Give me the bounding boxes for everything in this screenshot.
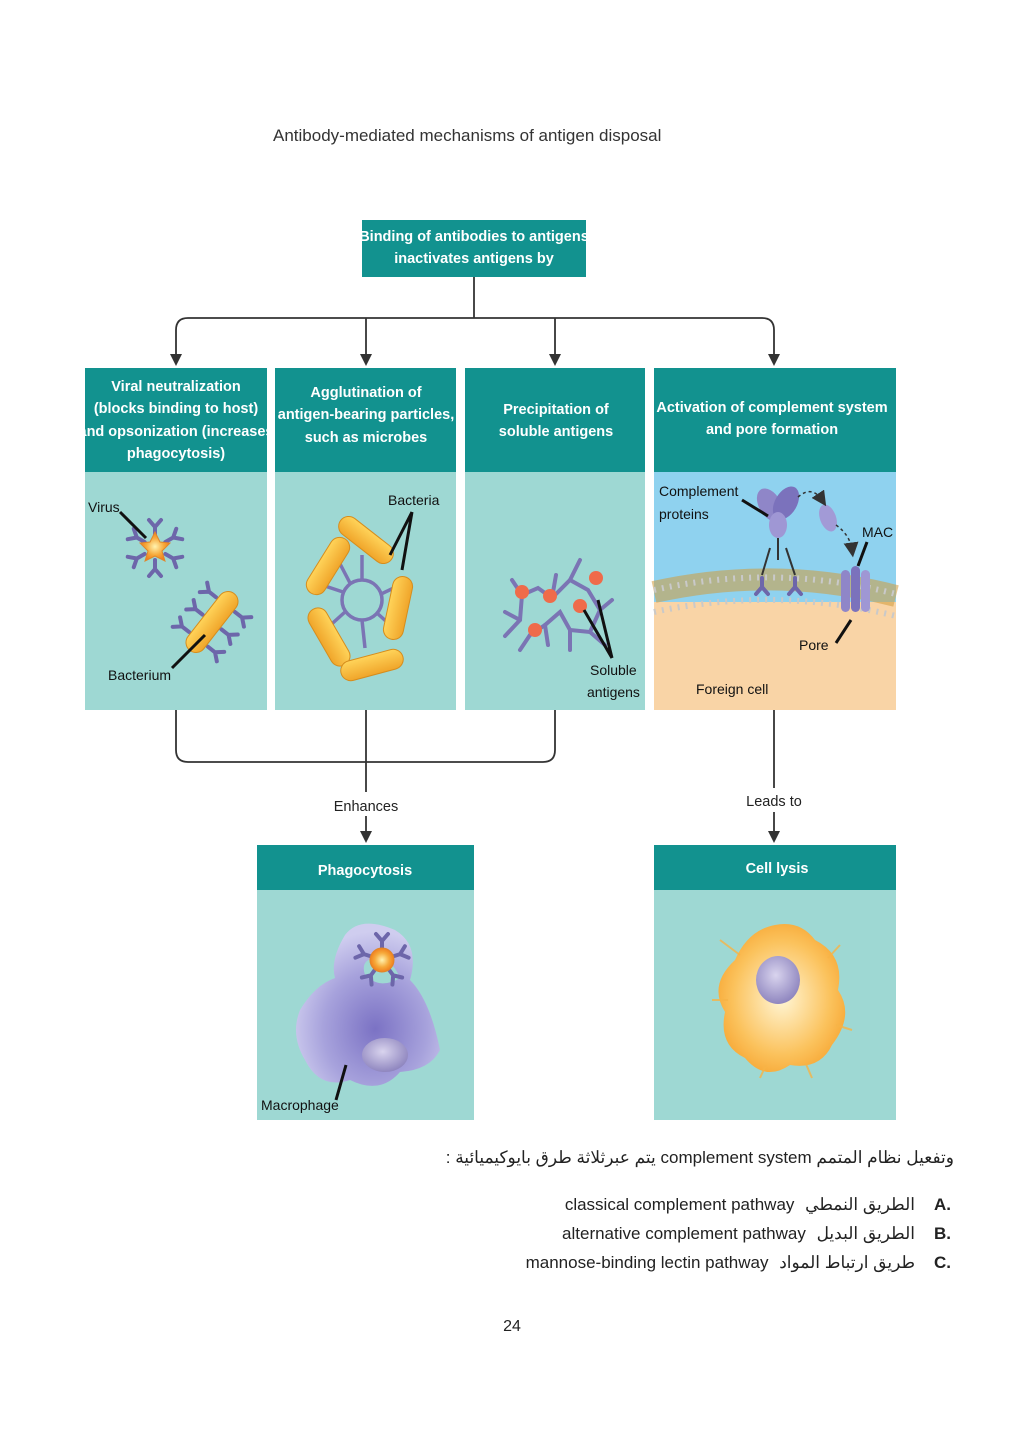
phagocytosis-title: Phagocytosis <box>318 863 412 879</box>
macrophage-icon <box>296 923 440 1086</box>
label-soluble: Soluble <box>590 662 637 678</box>
panel3-title-1: Precipitation of <box>503 402 609 418</box>
label-virus: Virus <box>88 499 120 515</box>
item-b-ar: الطريق البديل <box>816 1224 915 1243</box>
panel2-title-1: Agglutination of <box>310 385 421 401</box>
page-number: 24 <box>503 1318 521 1335</box>
label-proteins: proteins <box>659 506 709 522</box>
panel-viral-neutralization: Viral neutralization (blocks binding to … <box>79 368 274 710</box>
item-a-en: classical complement pathway <box>564 1195 795 1214</box>
lysed-cell-icon <box>712 924 853 1079</box>
bacteria-cluster-icon <box>305 515 414 682</box>
item-a-letter: A. <box>934 1195 951 1214</box>
result-connectors <box>175 710 775 832</box>
soluble-antigens-icon <box>503 558 614 652</box>
label-leads-to: Leads to <box>746 794 802 810</box>
label-bacteria: Bacteria <box>388 492 440 508</box>
panel1-title-3: and opsonization (increases <box>79 424 274 440</box>
panel3-title-2: soluble antigens <box>499 424 613 440</box>
panel2-title-2: antigen-bearing particles, <box>278 407 454 423</box>
panel1-title-4: phagocytosis) <box>127 446 225 462</box>
panel4-title-2: and pore formation <box>706 422 838 438</box>
panel4-title-1: Activation of complement system <box>656 400 887 416</box>
list-item-a: classical complement pathway الطريق النم… <box>564 1195 951 1215</box>
mac-pore-icon <box>841 566 870 612</box>
top-box <box>362 220 586 277</box>
label-complement: Complement <box>659 483 738 499</box>
virus-icon <box>125 518 185 578</box>
list-item-c: mannose-binding lectin pathway طريق ارتب… <box>525 1253 951 1273</box>
label-macrophage: Macrophage <box>261 1097 339 1113</box>
item-c-ar: طريق ارتباط المواد <box>779 1253 915 1272</box>
branch-connectors <box>175 277 775 355</box>
label-foreign-cell: Foreign cell <box>696 681 768 697</box>
list-item-b: alternative complement pathway الطريق ال… <box>562 1224 951 1244</box>
label-bacterium: Bacterium <box>108 667 171 683</box>
label-antigens: antigens <box>587 684 640 700</box>
panel-complement: Activation of complement system and pore… <box>651 368 899 710</box>
item-c-letter: C. <box>934 1253 951 1272</box>
panel2-title-3: such as microbes <box>305 430 428 446</box>
top-box-line-2: inactivates antigens by <box>394 251 554 267</box>
figure-caption: Antibody-mediated mechanisms of antigen … <box>273 126 662 145</box>
label-enhances: Enhances <box>334 799 399 815</box>
panel-phagocytosis: Phagocytosis Macrophage <box>257 845 474 1120</box>
panel1-title-1: Viral neutralization <box>111 379 240 395</box>
antibody-diagram: Binding of antibodies to antigens inacti… <box>79 220 899 1120</box>
item-b-letter: B. <box>934 1224 951 1243</box>
intro-ar-2: يتم عبرثلاثة طرق بايوكيميائية : <box>445 1148 656 1167</box>
panel-agglutination: Agglutination of antigen-bearing particl… <box>275 368 456 710</box>
panel-cell-lysis: Cell lysis <box>654 845 896 1120</box>
panel-precipitation: Precipitation of soluble antigens Solubl… <box>465 368 645 710</box>
cell-lysis-title: Cell lysis <box>746 861 809 877</box>
label-pore: Pore <box>799 637 829 653</box>
intro-paragraph: وتفعيل نظام المتمم complement system يتم… <box>354 1148 954 1168</box>
label-mac: MAC <box>862 524 893 540</box>
item-b-en: alternative complement pathway <box>562 1224 806 1243</box>
intro-ar-1: وتفعيل نظام المتمم <box>816 1148 954 1167</box>
item-c-en: mannose-binding lectin pathway <box>525 1253 769 1272</box>
item-a-ar: الطريق النمطي <box>805 1195 915 1214</box>
panel1-title-2: (blocks binding to host) <box>94 401 258 417</box>
intro-en: complement system <box>660 1148 812 1167</box>
top-box-line-1: Binding of antibodies to antigens <box>359 229 589 245</box>
